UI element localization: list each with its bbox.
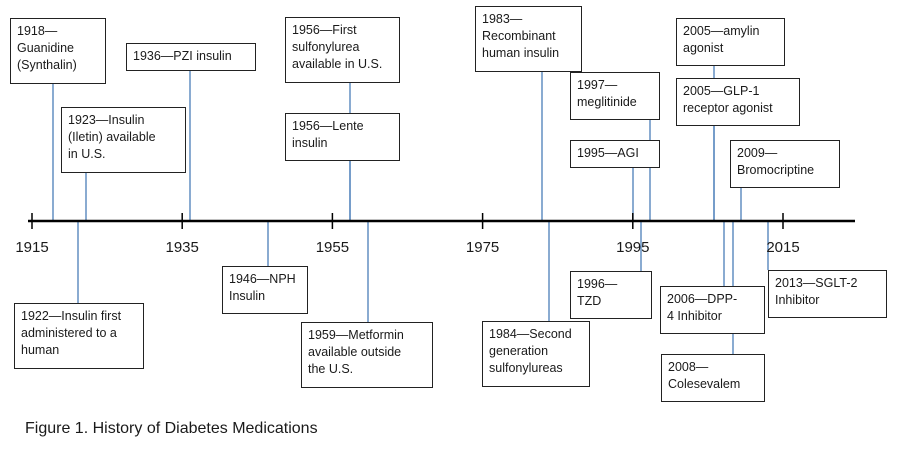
axis-tick-label: 2015 [766, 239, 799, 256]
axis-tick-label: 1955 [316, 239, 349, 256]
event-box: 1984—Second generation sulfonylureas [482, 321, 590, 387]
axis-tick-label: 1935 [166, 239, 199, 256]
event-box: 1923—Insulin (Iletin) available in U.S. [61, 107, 186, 173]
event-box: 2005—amylin agonist [676, 18, 785, 66]
event-box: 1936—PZI insulin [126, 43, 256, 71]
axis-tick-label: 1975 [466, 239, 499, 256]
event-box: 1922—Insulin first administered to a hum… [14, 303, 144, 369]
event-box: 2006—DPP- 4 Inhibitor [660, 286, 765, 334]
event-box: 1995—AGI [570, 140, 660, 168]
event-box: 1946—NPH Insulin [222, 266, 308, 314]
event-box: 2005—GLP-1 receptor agonist [676, 78, 800, 126]
figure-caption: Figure 1. History of Diabetes Medication… [25, 420, 318, 437]
event-box: 1918— Guanidine (Synthalin) [10, 18, 106, 84]
event-box: 2008— Colesevalem [661, 354, 765, 402]
event-box: 1997— meglitinide [570, 72, 660, 120]
event-box: 2013—SGLT-2 Inhibitor [768, 270, 887, 318]
event-box: 1959—Metformin available outside the U.S… [301, 322, 433, 388]
axis-tick-label: 1995 [616, 239, 649, 256]
event-box: 2009— Bromocriptine [730, 140, 840, 188]
event-box: 1956—Lente insulin [285, 113, 400, 161]
axis-tick-label: 1915 [15, 239, 48, 256]
event-box: 1996— TZD [570, 271, 652, 319]
event-box: 1983— Recombinant human insulin [475, 6, 582, 72]
event-box: 1956—First sulfonylurea available in U.S… [285, 17, 400, 83]
